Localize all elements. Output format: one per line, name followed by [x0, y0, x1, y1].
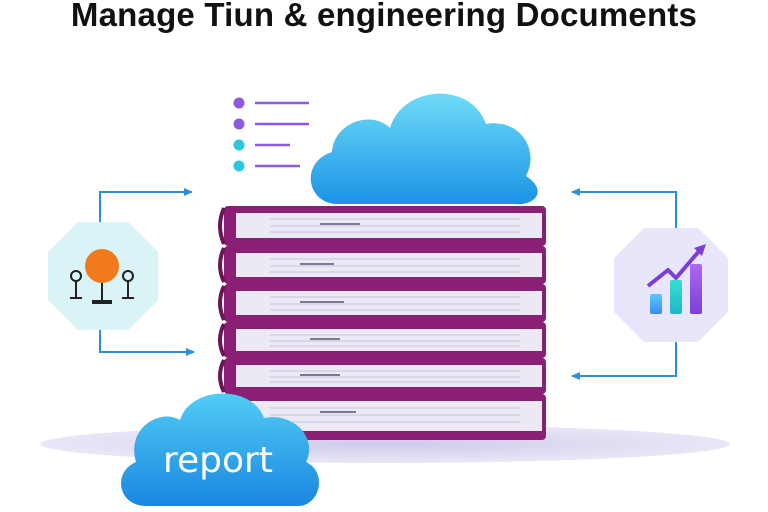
- arrow-icon: [99, 188, 193, 222]
- book: [218, 206, 546, 246]
- list-icon: [233, 97, 309, 172]
- book: [218, 246, 546, 284]
- book: [218, 284, 546, 322]
- arrow-icon: [571, 342, 677, 380]
- report-label: report: [163, 440, 273, 481]
- cloud-icon: [310, 93, 538, 205]
- network-diagram-icon: [70, 249, 134, 304]
- book: [218, 358, 546, 394]
- report-cloud-icon: [121, 393, 320, 506]
- left-panel: [48, 222, 158, 330]
- page-title: Manage Tiun & engineering Documents: [70, 0, 698, 33]
- book: [218, 322, 546, 358]
- book: [218, 394, 546, 440]
- book-stack-icon: [218, 206, 546, 440]
- growth-chart-icon: [646, 244, 706, 314]
- arrow-icon: [571, 188, 677, 228]
- right-panel: [614, 228, 728, 342]
- arrow-icon: [99, 330, 195, 356]
